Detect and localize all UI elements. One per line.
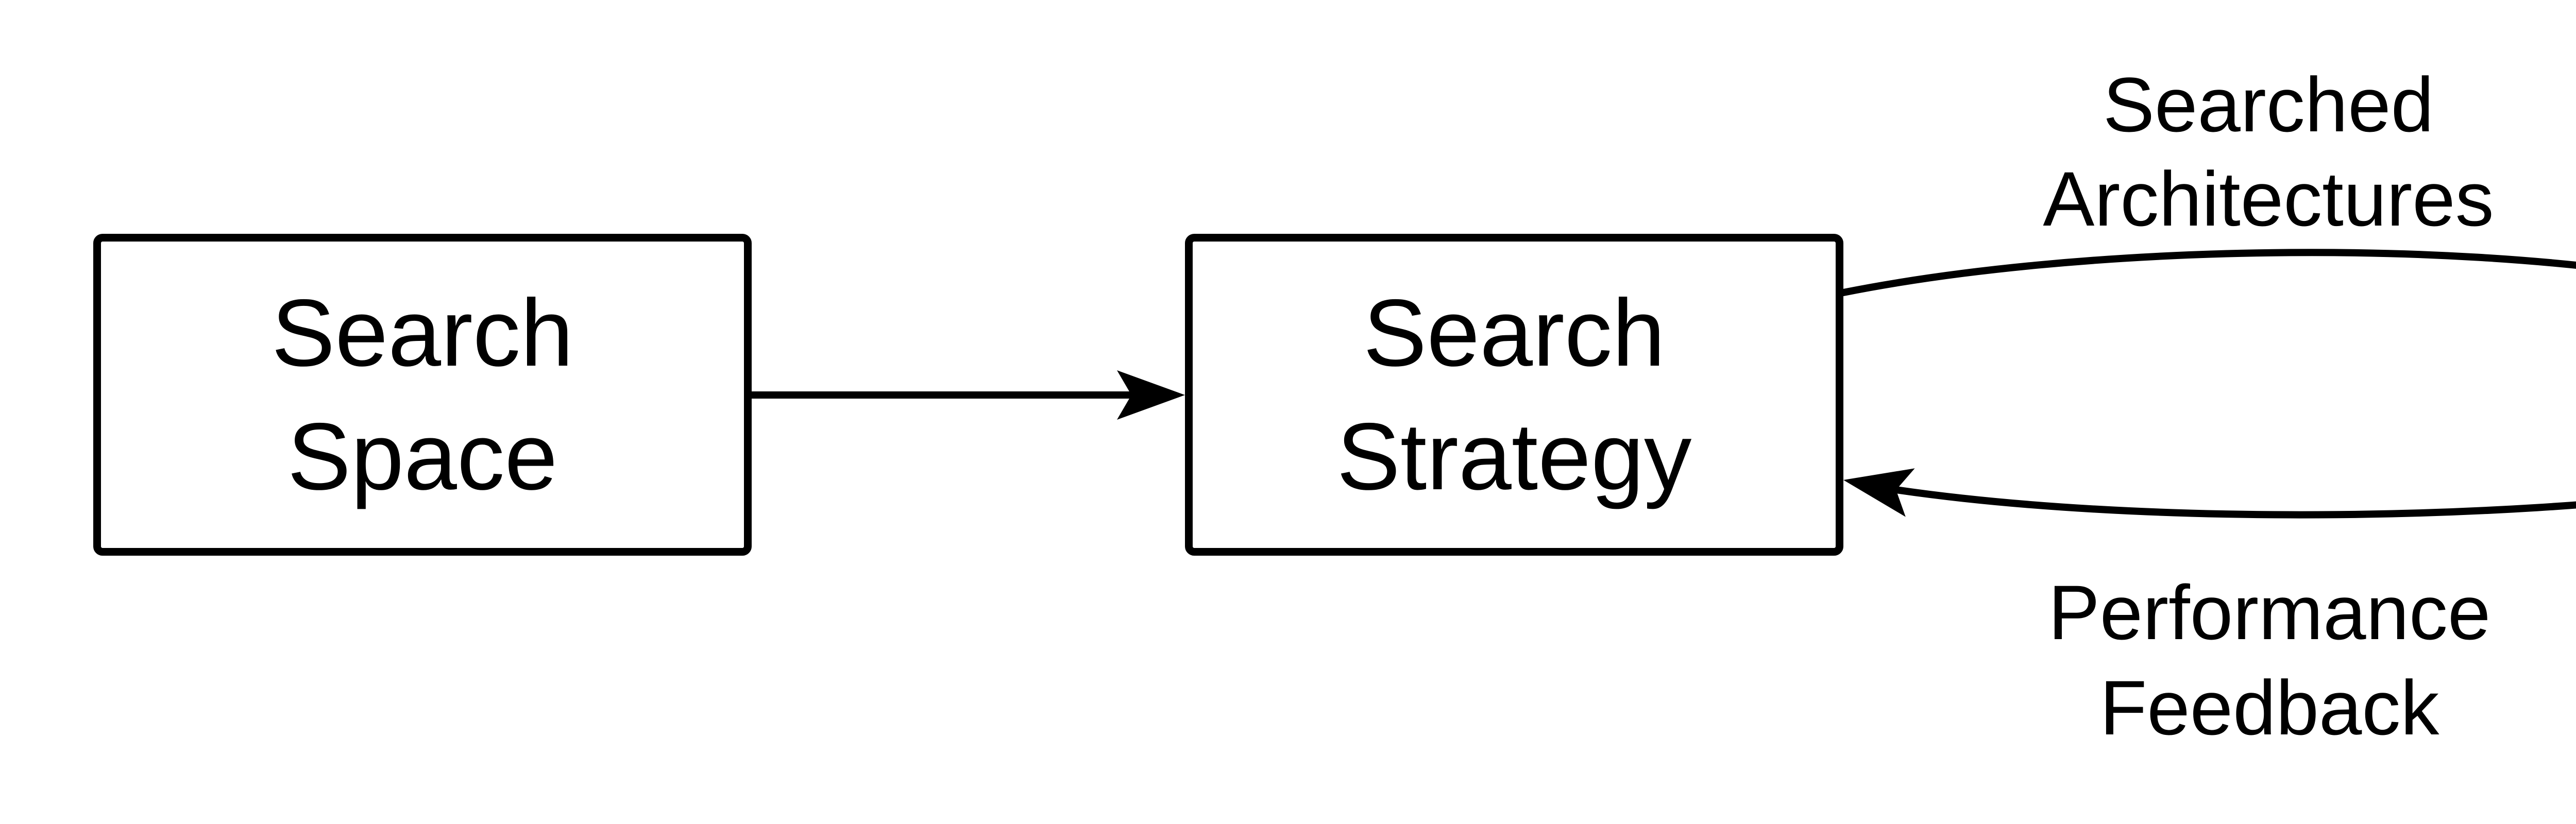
node-search-strategy: Search Strategy	[1185, 234, 1843, 556]
node-search-space-line-1: Search	[271, 280, 574, 386]
edge-label-searched-architectures: Searched Architectures	[1856, 58, 2576, 246]
searched-architectures-arrow-line	[1840, 249, 2576, 296]
edge-label-performance-feedback: Performance Feedback	[1857, 565, 2576, 756]
edge-evaluation-to-strategy	[1843, 468, 2576, 519]
edge-label-performance-feedback-line-2: Feedback	[2099, 664, 2439, 751]
edge-space-to-strategy	[752, 370, 1185, 420]
node-search-strategy-line-2: Strategy	[1336, 403, 1692, 510]
node-search-strategy-line-1: Search	[1363, 280, 1666, 386]
edge-label-searched-architectures-line-2: Architectures	[2043, 156, 2494, 242]
edge-label-performance-feedback-line-1: Performance	[2048, 569, 2491, 656]
node-search-space: Search Space	[93, 234, 752, 556]
node-search-space-line-2: Space	[287, 403, 558, 510]
edge-strategy-to-evaluation	[1840, 249, 2576, 296]
performance-feedback-arrow-line	[1892, 486, 2576, 519]
edge-label-searched-architectures-line-1: Searched	[2103, 61, 2434, 148]
left-arrowhead-icon	[1843, 468, 1915, 517]
right-arrowhead-icon	[1117, 370, 1185, 420]
